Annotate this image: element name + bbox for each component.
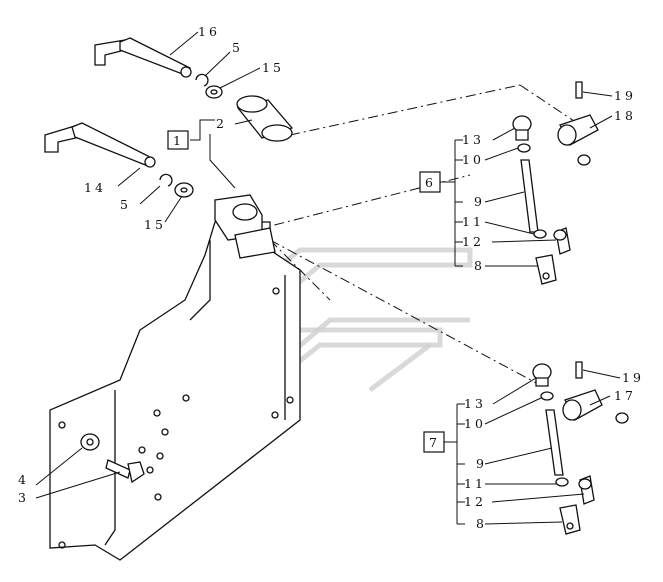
lower-ball-socket [578, 475, 595, 505]
washer-upper [205, 85, 223, 99]
upper-clevis [535, 254, 557, 285]
callout-6: 6 [425, 175, 436, 190]
bracket-plate [49, 221, 301, 561]
upper-nut-lower [533, 229, 547, 239]
callout-9-lower: 9 [476, 456, 487, 471]
callout-10-upper: 10 [462, 152, 484, 167]
callout-13-upper: 13 [462, 132, 484, 147]
snap-ring-upper [195, 73, 209, 87]
callout-9-upper: 9 [474, 194, 485, 209]
callout-18: 18 [614, 108, 636, 123]
callout-12-lower: 12 [464, 494, 486, 509]
callout-15-upper: 15 [262, 60, 284, 75]
lower-nut [540, 391, 554, 401]
upper-pin [575, 81, 583, 99]
upper-locknut [577, 154, 591, 166]
leader-lines [35, 31, 621, 525]
lower-crank-lever [44, 122, 156, 168]
upper-ball-joint [512, 115, 532, 141]
callout-16: 16 [198, 24, 220, 39]
washer-lower [174, 182, 194, 198]
callout-17: 17 [614, 388, 636, 403]
lower-bellcrank [562, 389, 603, 421]
washer-bolt [80, 433, 100, 451]
upper-bellcrank [557, 114, 599, 146]
callout-2: 2 [216, 116, 227, 131]
lower-ball-joint [532, 363, 552, 387]
bushing [236, 95, 294, 142]
callout-8-lower: 8 [476, 516, 487, 531]
lower-threaded-rod [545, 409, 564, 476]
lower-pin [575, 361, 583, 379]
callout-5-lower: 5 [120, 197, 131, 212]
callout-12-upper: 12 [462, 234, 484, 249]
group-bracket-1 [190, 119, 215, 141]
callout-11-upper: 11 [462, 214, 484, 229]
callout-14: 14 [84, 180, 106, 195]
bolt [105, 459, 145, 484]
callout-box-7 [423, 431, 445, 453]
callout-13-lower: 13 [464, 396, 486, 411]
group-bracket-6 [440, 139, 463, 267]
lower-locknut [615, 412, 629, 424]
callout-19-lower: 19 [622, 370, 644, 385]
callout-19-upper: 19 [614, 88, 636, 103]
upper-threaded-rod [520, 159, 539, 233]
callout-box-6 [419, 171, 441, 193]
callout-11-lower: 11 [464, 476, 486, 491]
callout-10-lower: 10 [464, 416, 486, 431]
upper-ball-socket [553, 227, 571, 255]
callout-3: 3 [18, 490, 29, 505]
pivot-boss [214, 194, 276, 259]
upper-nut [517, 143, 531, 153]
callout-8-upper: 8 [474, 258, 485, 273]
callout-box-1 [167, 130, 189, 150]
group-bracket-7 [444, 403, 465, 525]
callout-5-upper: 5 [232, 40, 243, 55]
lower-clevis [559, 504, 581, 535]
callout-1: 1 [173, 133, 184, 148]
callout-7: 7 [429, 435, 440, 450]
callout-15-lower: 15 [144, 217, 166, 232]
snap-ring-lower [159, 173, 173, 187]
callout-4: 4 [18, 472, 29, 487]
upper-crank-lever [94, 37, 192, 78]
lower-nut-lower [555, 477, 569, 487]
